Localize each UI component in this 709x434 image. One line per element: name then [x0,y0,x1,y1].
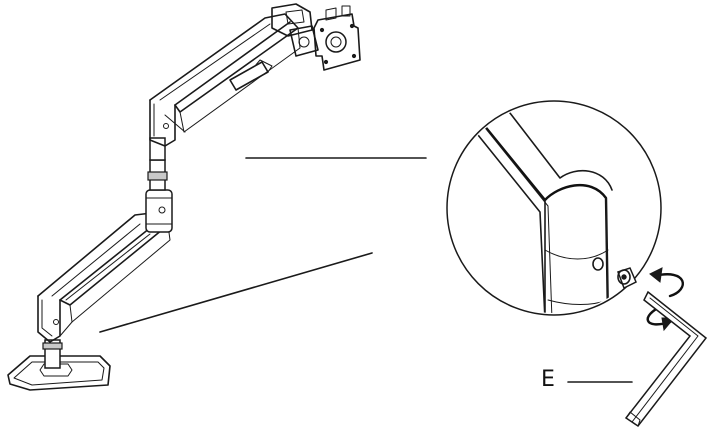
upper-arm [149,13,301,147]
lower-arm [37,189,173,343]
tool-label: E [541,367,555,392]
connector-post [147,137,168,191]
vesa-head [271,3,361,71]
detail-magnifier [446,100,662,316]
leader-line-lower [99,252,373,333]
hex-key-tool [624,290,708,428]
desk-clamp-base [7,339,111,391]
leader-lines [99,157,427,333]
